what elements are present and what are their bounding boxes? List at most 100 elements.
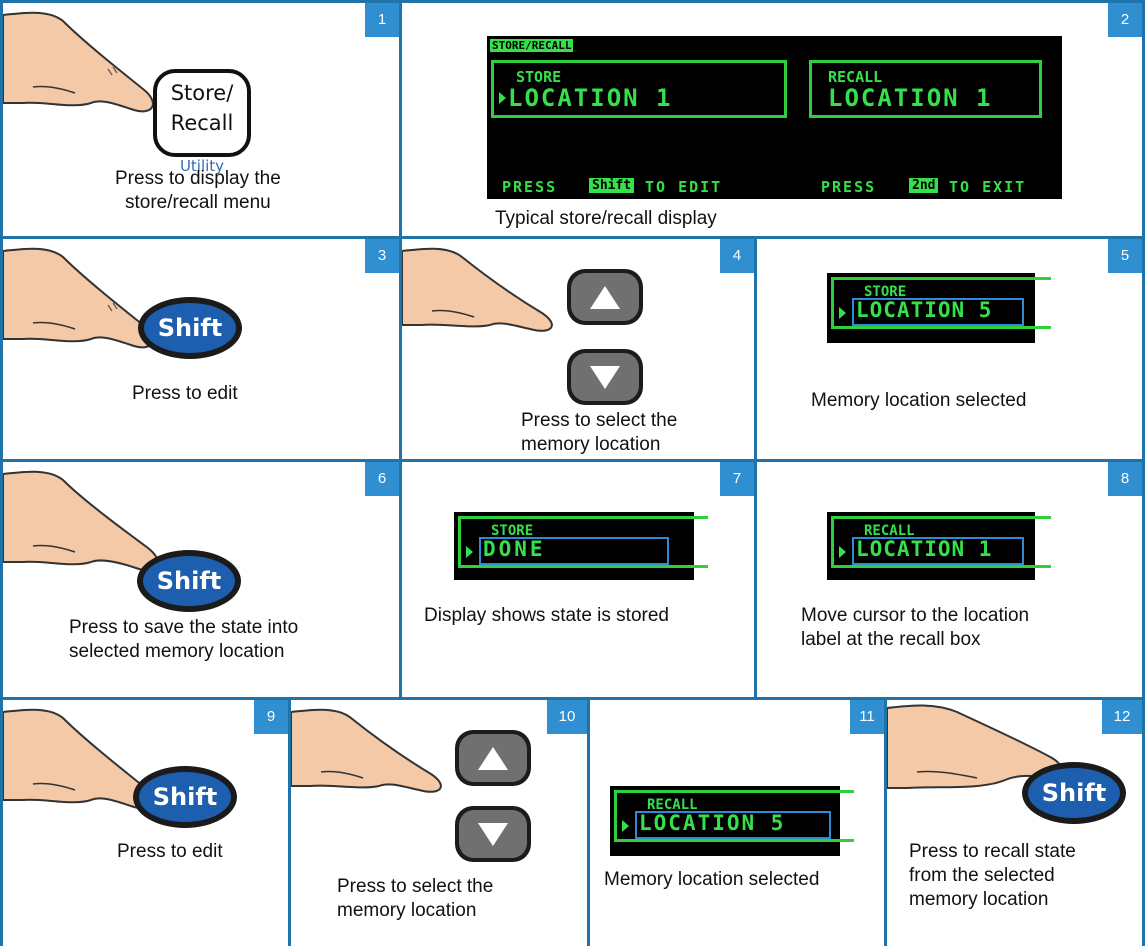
- step-10-panel: 10 Press to select the memory location: [291, 700, 587, 946]
- grid-line: [0, 0, 1145, 3]
- grid-line: [0, 697, 1145, 700]
- key-sublabel: Utility: [179, 157, 225, 175]
- step-caption: Press to save the state into: [69, 617, 299, 638]
- step-3-panel: 3 Shift Press to edit: [3, 239, 399, 459]
- store-recall-key-label: Recall: [170, 111, 234, 135]
- step-caption: Press to recall state: [909, 841, 1076, 862]
- up-arrow-key-icon: [567, 269, 643, 325]
- shift-key-icon: Shift: [137, 550, 241, 612]
- pointing-hand-icon: [291, 708, 442, 793]
- step-6-panel: 6 Shift Press to save the state into sel…: [3, 462, 399, 697]
- step-number-badge: 10: [547, 700, 587, 734]
- step-number-badge: 12: [1102, 700, 1142, 734]
- step-number-badge: 9: [254, 700, 288, 734]
- grid-line: [884, 697, 887, 946]
- lcd-value: LOCATION 5: [639, 811, 786, 835]
- step-caption: Press to edit: [117, 841, 223, 862]
- step-number-badge: 11: [850, 700, 884, 734]
- lcd-display: RECALL LOCATION 1: [827, 512, 1051, 580]
- lcd-display: STORE/RECALL STORE LOCATION 1 RECALL LOC…: [487, 36, 1062, 199]
- lcd-box: RECALL LOCATION 5: [614, 790, 854, 842]
- step-caption: memory location: [521, 434, 661, 455]
- selection-box: [635, 811, 831, 839]
- lcd-footer-action: TO EXIT: [949, 178, 1027, 196]
- lcd-value: LOCATION 1: [856, 537, 993, 561]
- step-8-panel: 8 RECALL LOCATION 1 Move cursor to the l…: [757, 462, 1142, 697]
- shift-key-icon: Shift: [1022, 762, 1126, 824]
- lcd-value: LOCATION 5: [856, 298, 993, 322]
- grid-line: [288, 697, 291, 946]
- step-4-panel: 4 Press to select the memory location: [402, 239, 754, 459]
- step-number-badge: 6: [365, 462, 399, 496]
- grid-line: [0, 0, 3, 946]
- lcd-display: STORE DONE: [454, 512, 708, 580]
- step-caption: Memory location selected: [604, 869, 820, 890]
- lcd-box: STORE LOCATION 5: [831, 277, 1051, 329]
- lcd-recall-box: RECALL LOCATION 1: [809, 60, 1042, 118]
- pointing-hand-icon: [3, 11, 154, 113]
- lcd-title: STORE: [864, 284, 907, 300]
- lcd-title: STORE: [491, 523, 534, 539]
- step-number-badge: 5: [1108, 239, 1142, 273]
- step-caption: Memory location selected: [811, 390, 1027, 411]
- up-arrow-key-icon: [455, 730, 531, 786]
- step-caption: label at the recall box: [801, 629, 981, 650]
- cursor-icon: [839, 307, 846, 319]
- down-arrow-key-icon: [567, 349, 643, 405]
- lcd-store-box: STORE LOCATION 1: [491, 60, 787, 118]
- pointing-hand-icon: [3, 247, 154, 349]
- down-arrow-key-icon: [455, 806, 531, 862]
- step-caption: selected memory location: [69, 641, 285, 662]
- lcd-footer-press: PRESS: [821, 178, 877, 196]
- grid-line: [1142, 0, 1145, 946]
- step-caption: store/recall menu: [125, 192, 271, 213]
- lcd-footer-action: TO EDIT: [645, 178, 723, 196]
- shift-key-icon: Shift: [133, 766, 237, 828]
- selection-box: [852, 298, 1024, 326]
- step-2-panel: 2 STORE/RECALL STORE LOCATION 1 RECALL L…: [402, 3, 1142, 236]
- grid-line: [399, 0, 402, 697]
- lcd-value: DONE: [483, 537, 546, 561]
- lcd-box: RECALL LOCATION 1: [831, 516, 1051, 568]
- step-caption: Press to edit: [132, 383, 238, 404]
- step-11-panel: 11 RECALL LOCATION 5 Memory location sel…: [590, 700, 884, 946]
- step-caption: Press to display the: [115, 168, 281, 189]
- lcd-footer-press: PRESS: [502, 178, 558, 196]
- step-number-badge: 4: [720, 239, 754, 273]
- pointing-hand-icon: [402, 247, 553, 332]
- step-1-panel: 1 Store/ Recall Utility Press to display…: [3, 3, 399, 236]
- grid-line: [587, 697, 590, 946]
- lcd-store-title: STORE: [516, 68, 562, 86]
- step-caption: Press to select the: [337, 876, 494, 897]
- step-number-badge: 3: [365, 239, 399, 273]
- lcd-title: RECALL: [864, 523, 915, 539]
- selection-box: [479, 537, 669, 565]
- lcd-recall-value: LOCATION 1: [828, 84, 993, 112]
- cursor-icon: [622, 820, 629, 832]
- lcd-display: STORE LOCATION 5: [827, 273, 1051, 343]
- store-recall-key-label: Store/: [170, 81, 234, 105]
- lcd-title: RECALL: [647, 797, 698, 813]
- store-recall-key-icon: Store/ Recall: [153, 69, 251, 157]
- cursor-icon: [466, 546, 473, 558]
- step-caption: Typical store/recall display: [495, 208, 717, 229]
- lcd-box: STORE DONE: [458, 516, 708, 568]
- step-7-panel: 7 STORE DONE Display shows state is stor…: [402, 462, 754, 697]
- lcd-footer-key: 2nd: [909, 178, 939, 193]
- step-caption: Press to select the: [521, 410, 678, 431]
- shift-key-label: Shift: [139, 772, 231, 822]
- step-12-panel: 12 Shift Press to recall state from the …: [887, 700, 1142, 946]
- grid-line: [0, 459, 1145, 462]
- selection-box: [852, 537, 1024, 565]
- lcd-recall-title: RECALL: [828, 68, 883, 86]
- step-caption: memory location: [337, 900, 477, 921]
- lcd-store-value: LOCATION 1: [508, 84, 673, 112]
- shift-key-label: Shift: [1028, 768, 1120, 818]
- step-5-panel: 5 STORE LOCATION 5 Memory location selec…: [757, 239, 1142, 459]
- step-9-panel: 9 Shift Press to edit: [3, 700, 288, 946]
- step-number-badge: 8: [1108, 462, 1142, 496]
- lcd-display: RECALL LOCATION 5: [610, 786, 854, 856]
- step-caption: from the selected: [909, 865, 1055, 886]
- lcd-header: STORE/RECALL: [490, 39, 574, 52]
